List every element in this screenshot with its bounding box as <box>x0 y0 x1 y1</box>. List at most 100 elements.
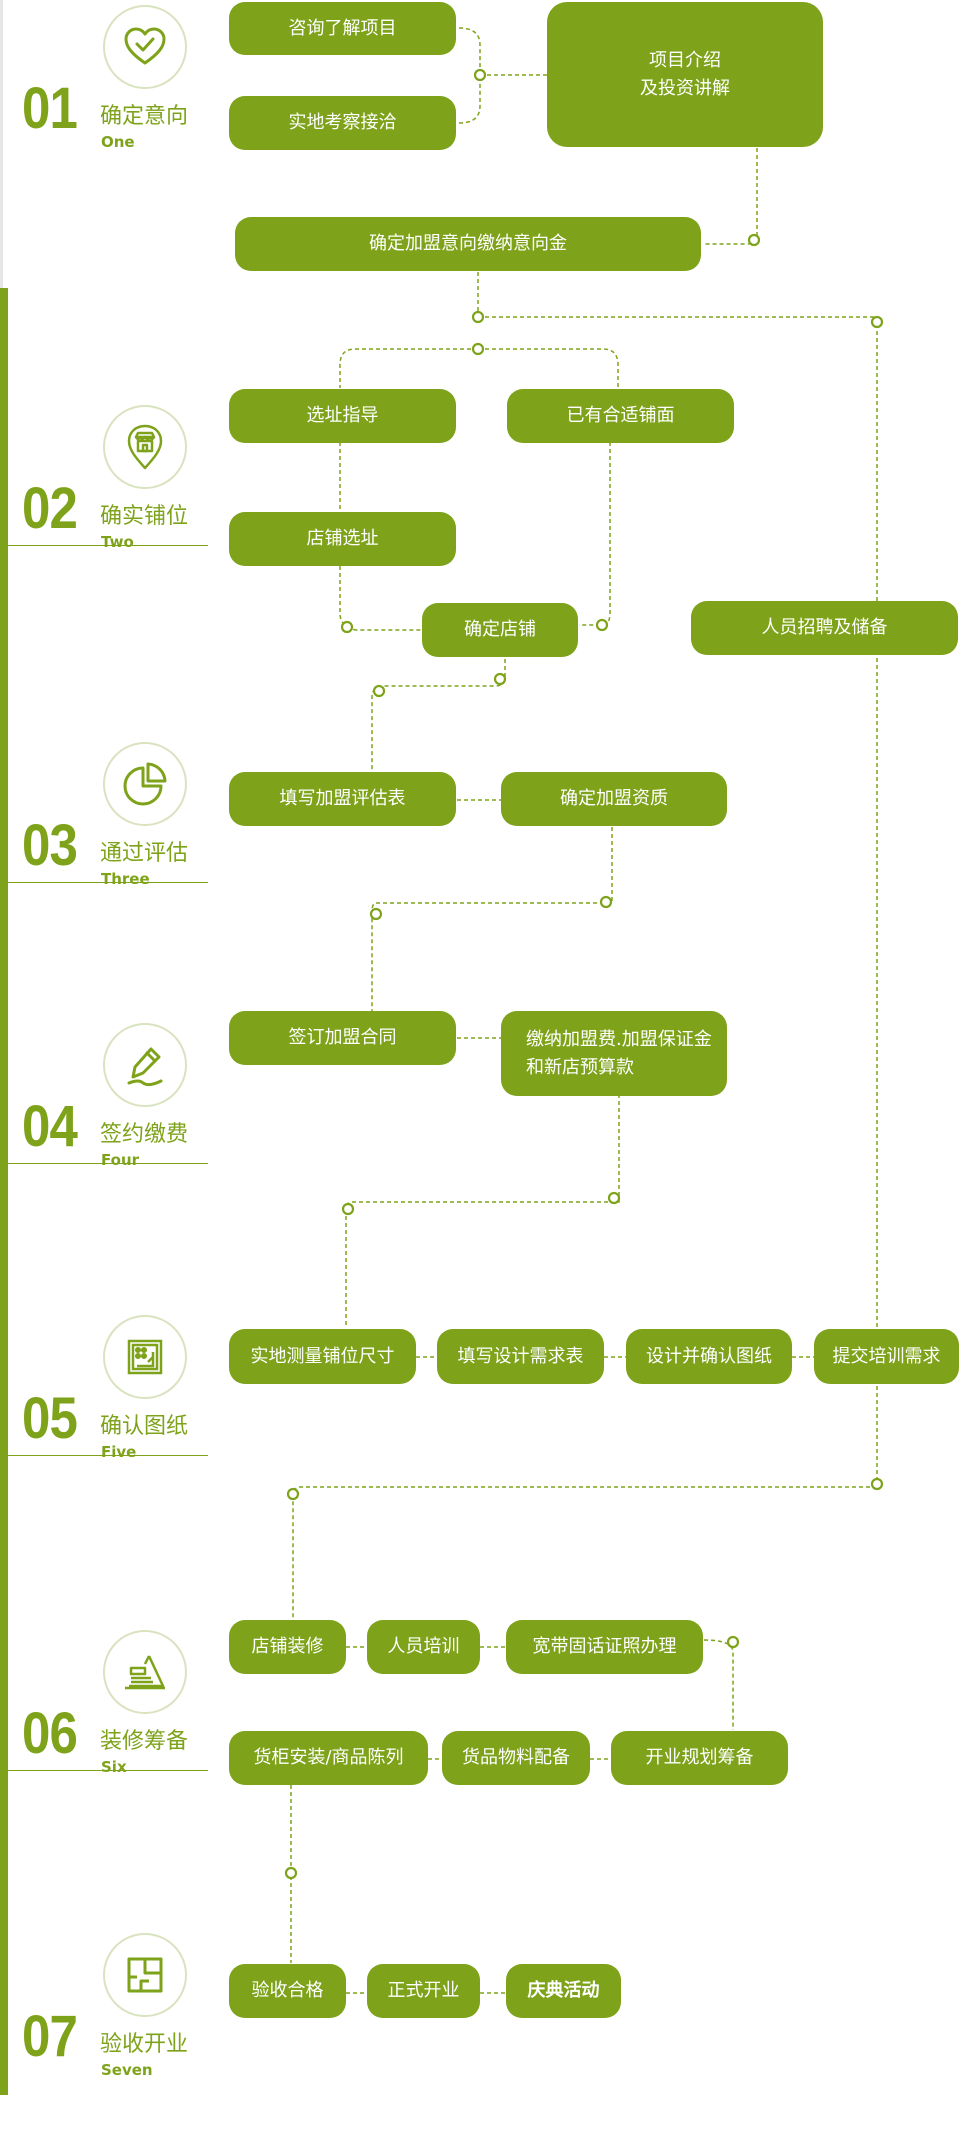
step-title: 确定意向 <box>100 104 189 129</box>
step-underline <box>8 545 208 546</box>
junction-dot <box>726 1635 740 1649</box>
step-english: Two <box>101 533 134 551</box>
junction-dot <box>369 907 383 921</box>
node-pay-fees-line-1: 缴纳加盟费.加盟保证金 <box>526 1028 712 1050</box>
step-07: 07 验收开业 Seven <box>0 1933 210 2133</box>
construction-icon <box>103 1630 187 1714</box>
node-site-guide: 选址指导 <box>229 389 456 443</box>
node-sign-contract: 签订加盟合同 <box>229 1011 456 1065</box>
node-measure: 实地测量铺位尺寸 <box>229 1329 416 1384</box>
step-04: 04 签约缴费 Four <box>0 1023 210 1223</box>
step-english: One <box>101 133 135 151</box>
node-project-intro: 项目介绍 及投资讲解 <box>547 2 823 147</box>
connector <box>371 827 613 1011</box>
connector <box>458 75 481 124</box>
step-05: 05 确认图纸 Five <box>0 1315 210 1515</box>
junction-dot <box>870 1477 884 1491</box>
step-title: 通过评估 <box>100 841 189 866</box>
connector <box>345 1094 620 1328</box>
node-confirm-shop: 确定店铺 <box>422 603 578 657</box>
step-underline <box>8 1163 208 1164</box>
step-02: 02 确实铺位 Two <box>0 405 210 605</box>
step-underline <box>8 1455 208 1456</box>
step-english: Seven <box>101 2061 153 2079</box>
connector <box>579 442 611 626</box>
step-01: 01 确定意向 One <box>0 5 210 205</box>
junction-dot <box>473 68 487 82</box>
junction-dot <box>341 1202 355 1216</box>
step-english: Five <box>101 1443 137 1461</box>
storefront-pin-icon <box>103 405 187 489</box>
step-english: Four <box>101 1151 140 1169</box>
node-shop-select: 店铺选址 <box>229 512 456 566</box>
connector <box>703 1639 734 1730</box>
connector <box>371 659 506 772</box>
step-title: 确实铺位 <box>100 504 189 529</box>
node-inspection: 验收合格 <box>229 1964 346 2018</box>
floor-plan-icon <box>103 1933 187 2017</box>
junction-dot <box>607 1191 621 1205</box>
junction-dot <box>493 672 507 686</box>
connector <box>478 348 619 388</box>
node-training-req: 提交培训需求 <box>814 1329 959 1384</box>
node-project-intro-line-2: 及投资讲解 <box>640 77 730 99</box>
junction-dot <box>599 895 613 909</box>
junction-dot <box>595 618 609 632</box>
junction-dot <box>471 342 485 356</box>
step-underline <box>8 1770 208 1771</box>
connector <box>478 316 878 615</box>
step-number: 03 <box>22 813 78 878</box>
node-design-confirm: 设计并确认图纸 <box>626 1329 792 1384</box>
node-staff-training: 人员培训 <box>367 1620 480 1674</box>
pie-chart-icon <box>103 742 187 826</box>
heart-check-icon <box>103 5 187 89</box>
timeline-rail-top <box>0 0 3 288</box>
node-opening-plan: 开业规划筹备 <box>611 1731 788 1785</box>
step-english: Six <box>101 1758 127 1776</box>
step-number: 05 <box>22 1386 78 1451</box>
node-pay-fees-line-2: 和新店预算款 <box>526 1056 634 1078</box>
step-title: 验收开业 <box>100 2032 189 2057</box>
connector <box>292 1486 877 1620</box>
step-03: 03 通过评估 Three <box>0 742 210 942</box>
junction-dot <box>747 233 761 247</box>
node-grand-opening: 正式开业 <box>367 1964 480 2018</box>
blueprint-icon <box>103 1315 187 1399</box>
step-title: 确认图纸 <box>100 1414 189 1439</box>
node-confirm-qual: 确定加盟资质 <box>501 772 727 826</box>
node-confirm-deposit: 确定加盟意向缴纳意向金 <box>235 217 701 271</box>
connector <box>339 348 478 388</box>
junction-dot <box>471 310 485 324</box>
junction-dot <box>340 620 354 634</box>
connector <box>339 566 423 631</box>
node-design-req: 填写设计需求表 <box>437 1329 604 1384</box>
step-number: 02 <box>22 476 78 541</box>
step-number: 01 <box>22 76 78 141</box>
node-cabinet: 货柜安装/商品陈列 <box>229 1731 428 1785</box>
junction-dot <box>372 684 386 698</box>
node-materials: 货品物料配备 <box>442 1731 590 1785</box>
step-title: 装修筹备 <box>100 1729 189 1754</box>
junction-dot <box>870 315 884 329</box>
node-broadband: 宽带固话证照办理 <box>506 1620 703 1674</box>
connector <box>458 27 481 75</box>
node-decorate: 店铺装修 <box>229 1620 346 1674</box>
junction-dot <box>284 1866 298 1880</box>
node-site-visit: 实地考察接洽 <box>229 96 456 150</box>
step-english: Three <box>101 870 150 888</box>
node-recruit: 人员招聘及储备 <box>691 601 958 655</box>
step-06: 06 装修筹备 Six <box>0 1630 210 1830</box>
node-celebration: 庆典活动 <box>506 1964 621 2018</box>
timeline-rail <box>0 288 8 2095</box>
step-underline <box>8 882 208 883</box>
node-fill-form: 填写加盟评估表 <box>229 772 456 826</box>
pen-sign-icon <box>103 1023 187 1107</box>
node-has-shop: 已有合适铺面 <box>507 389 734 443</box>
step-number: 04 <box>22 1094 78 1159</box>
step-number: 07 <box>22 2004 78 2069</box>
node-consult: 咨询了解项目 <box>229 2 456 55</box>
node-project-intro-line-1: 项目介绍 <box>649 49 721 71</box>
step-number: 06 <box>22 1701 78 1766</box>
